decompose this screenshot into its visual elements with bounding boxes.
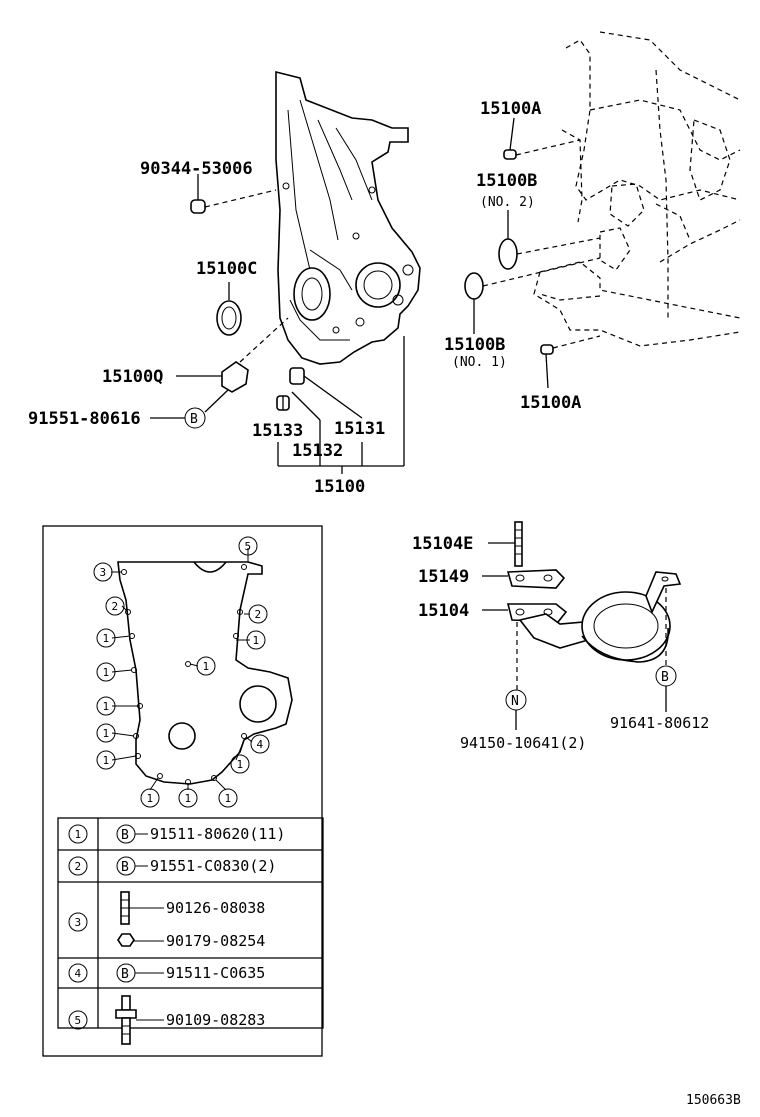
callout-1-bottom-c: 1: [218, 788, 238, 808]
svg-text:1: 1: [237, 758, 244, 771]
nut-n-letter: N: [511, 694, 519, 709]
legend-part-91511-C0635: 91511-C0635: [166, 964, 265, 982]
svg-text:1: 1: [203, 660, 210, 673]
callout-1-bottom-b: 1: [178, 788, 198, 808]
label-94150-10641: 94150-10641(2): [460, 734, 586, 752]
diagram-code: 150663B: [686, 1093, 741, 1108]
nut-icon: [117, 933, 135, 947]
oring-no1: [464, 272, 484, 300]
legend-table: [57, 817, 324, 1029]
legend-part-90179-08254: 90179-08254: [166, 932, 265, 950]
label-15100: 15100: [314, 477, 365, 497]
svg-text:B: B: [121, 828, 129, 843]
callout-1-left-b: 1: [96, 662, 116, 682]
label-15100A-top: 15100A: [480, 99, 541, 119]
label-15100A-bottom: 15100A: [520, 393, 581, 413]
callout-1-center: 1: [196, 656, 216, 676]
svg-text:5: 5: [245, 540, 252, 553]
label-90344-53006: 90344-53006: [140, 159, 253, 179]
legend-row-2: 2 B 91551-C0830(2): [68, 856, 276, 876]
callout-1-left-a: 1: [96, 628, 116, 648]
svg-text:1: 1: [103, 632, 110, 645]
oil-strainer: [506, 521, 682, 663]
svg-text:4: 4: [75, 967, 82, 980]
engine-block: [533, 31, 741, 347]
label-91551-80616: 91551-80616: [28, 409, 141, 429]
svg-text:3: 3: [100, 566, 107, 579]
label-15104: 15104: [418, 601, 469, 621]
label-15104E: 15104E: [412, 534, 473, 554]
svg-text:1: 1: [253, 634, 260, 647]
legend-row-4: 4 B 91511-C0635: [68, 963, 265, 983]
label-15149: 15149: [418, 567, 469, 587]
plug-part: [190, 174, 277, 214]
svg-text:2: 2: [75, 860, 82, 873]
svg-text:1: 1: [103, 754, 110, 767]
label-15132: 15132: [292, 441, 343, 461]
oring-no2: [498, 238, 518, 270]
legend-row-5: 5 90109-08283: [68, 995, 265, 1045]
inset-frame: [42, 525, 323, 1057]
bolt-b2-letter: B: [661, 670, 669, 685]
svg-text:1: 1: [103, 666, 110, 679]
stud-bolt-icon: [121, 995, 131, 1011]
valve-spring-parts: [276, 336, 405, 474]
callout-1-left-e: 1: [96, 750, 116, 770]
label-15133: 15133: [252, 421, 303, 441]
callout-4-right: 4: [250, 734, 270, 754]
svg-text:1: 1: [103, 727, 110, 740]
svg-text:2: 2: [112, 600, 119, 613]
legend-row-1: 1 B 91511-80620(11): [68, 824, 285, 844]
label-15100B-no2: 15100B: [476, 171, 537, 191]
svg-text:1: 1: [225, 792, 232, 805]
label-no1: (NO. 1): [452, 355, 507, 370]
svg-text:3: 3: [75, 916, 82, 929]
svg-text:1: 1: [147, 792, 154, 805]
timing-cover: [275, 70, 421, 365]
relief-valve-part: [176, 317, 289, 413]
svg-text:B: B: [121, 967, 129, 982]
label-91641-80612: 91641-80612: [610, 714, 709, 732]
svg-text:5: 5: [75, 1014, 82, 1027]
legend-row-3: 3 90126-08038 90179-08254: [68, 891, 265, 950]
legend-part-90109-08283: 90109-08283: [166, 1011, 265, 1029]
callout-1-right-b: 1: [230, 754, 250, 774]
dowel-bottom: [540, 344, 554, 355]
callout-5-top: 5: [238, 536, 258, 556]
label-15100C: 15100C: [196, 259, 257, 279]
callout-2-right: 2: [248, 604, 268, 624]
callout-1-left-c: 1: [96, 696, 116, 716]
bolt-b-letter: B: [190, 412, 198, 427]
label-15100Q: 15100Q: [102, 367, 163, 387]
oil-seal-part: [216, 282, 242, 336]
svg-text:1: 1: [103, 700, 110, 713]
legend-part-91551-C0830: 91551-C0830(2): [150, 857, 276, 875]
callout-3-left: 3: [93, 562, 113, 582]
callout-1-right-a: 1: [246, 630, 266, 650]
svg-text:2: 2: [255, 608, 262, 621]
callout-2-left: 2: [105, 596, 125, 616]
svg-text:1: 1: [75, 828, 82, 841]
gasket-15149: [506, 569, 566, 589]
dowel-top: [503, 149, 517, 160]
label-15100B-no1: 15100B: [444, 335, 505, 355]
stud-15104E: [514, 521, 523, 567]
callout-1-bottom-a: 1: [140, 788, 160, 808]
svg-text:B: B: [121, 860, 129, 875]
label-no2: (NO. 2): [480, 195, 535, 210]
callout-1-left-d: 1: [96, 723, 116, 743]
svg-text:1: 1: [185, 792, 192, 805]
legend-part-90126-08038: 90126-08038: [166, 899, 265, 917]
label-15131: 15131: [334, 419, 385, 439]
svg-text:4: 4: [257, 738, 264, 751]
legend-part-91511-80620: 91511-80620(11): [150, 825, 285, 843]
